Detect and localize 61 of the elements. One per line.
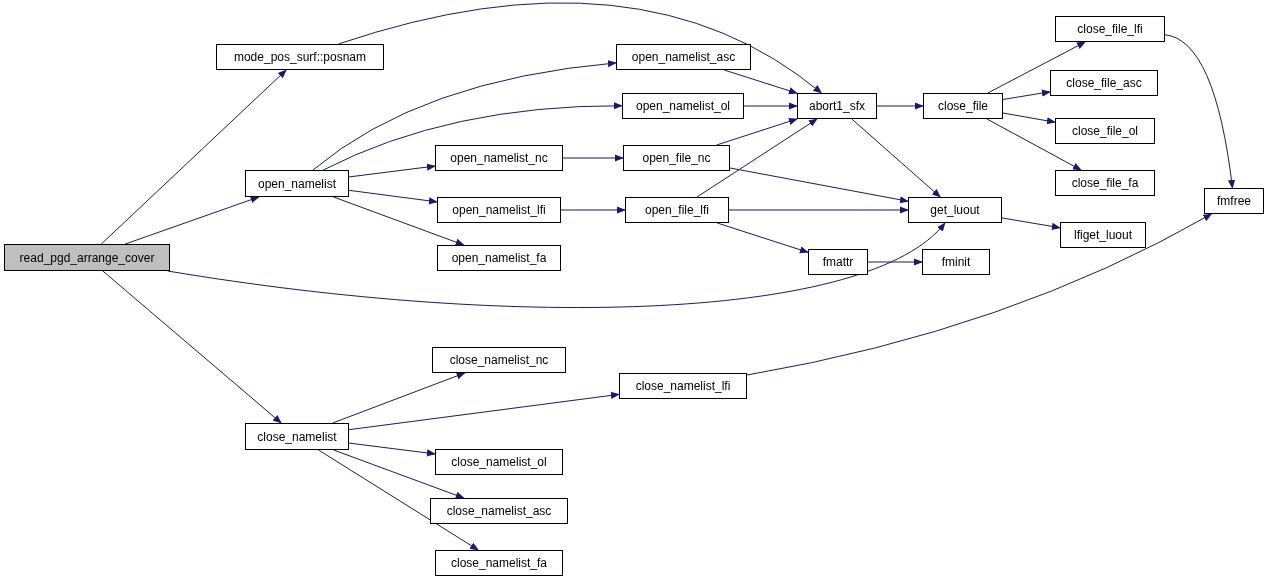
arrow: [312, 60, 617, 171]
function-box: close_namelist_ol: [435, 449, 563, 475]
function-box: close_namelist: [245, 423, 349, 450]
arrow: [333, 449, 465, 499]
arrow: [876, 102, 924, 110]
arrow: [332, 372, 466, 424]
arrow: [696, 118, 818, 198]
arrow: [728, 206, 909, 214]
function-box: get_luout: [908, 197, 1002, 223]
arrow: [333, 196, 465, 246]
arrow: [716, 118, 798, 146]
arrow: [746, 213, 1213, 376]
arrow: [1002, 112, 1056, 125]
function-box: open_namelist_ol: [622, 93, 744, 119]
arrow: [318, 449, 479, 551]
function-box: close_namelist_lfi: [619, 373, 747, 399]
function-box: open_file_lfi: [625, 197, 729, 223]
function-box: close_file_lfi: [1055, 16, 1165, 42]
arrow: [729, 167, 909, 204]
arrow: [348, 442, 436, 457]
function-box: close_namelist_asc: [430, 498, 568, 524]
arrow: [1002, 89, 1051, 100]
arrow: [562, 154, 624, 162]
function-box: open_namelist_fa: [437, 245, 561, 271]
function-box: close_file: [923, 93, 1003, 119]
arrow: [851, 118, 941, 198]
arrow: [1001, 217, 1061, 230]
function-box: close_file_fa: [1055, 170, 1155, 196]
arrow: [1164, 34, 1235, 189]
arrow: [124, 196, 260, 245]
function-box: open_namelist: [245, 170, 349, 197]
arrow: [987, 41, 1086, 94]
function-box: open_file_nc: [623, 145, 730, 171]
arrow: [716, 222, 809, 254]
function-box: open_namelist_asc: [616, 44, 751, 70]
arrow: [337, 2, 823, 94]
function-box: read_pgd_arrange_cover: [4, 244, 170, 271]
arrow: [100, 69, 287, 245]
function-box: fmfree: [1204, 188, 1264, 214]
function-box: mode_pos_surf::posnam: [216, 44, 384, 70]
arrow: [348, 189, 438, 205]
function-box: close_file_asc: [1050, 70, 1158, 96]
arrow: [348, 163, 436, 178]
arrow: [102, 270, 282, 424]
arrow: [867, 258, 923, 266]
function-box: close_file_ol: [1055, 118, 1155, 144]
arrow: [167, 222, 946, 308]
function-box: abort1_sfx: [797, 93, 877, 119]
arrow: [986, 118, 1082, 171]
arrow: [723, 69, 798, 95]
arrow: [743, 102, 798, 110]
function-box: fminit: [922, 249, 990, 275]
function-box: lfiget_luout: [1060, 222, 1146, 248]
arrow: [560, 206, 626, 214]
function-box: close_namelist_nc: [432, 347, 566, 373]
function-box: open_namelist_lfi: [437, 197, 561, 223]
arrow: [322, 102, 623, 171]
function-box: fmattr: [808, 249, 868, 275]
function-box: close_namelist_fa: [435, 550, 563, 576]
arrow: [348, 391, 620, 431]
function-box: open_namelist_nc: [435, 145, 563, 171]
